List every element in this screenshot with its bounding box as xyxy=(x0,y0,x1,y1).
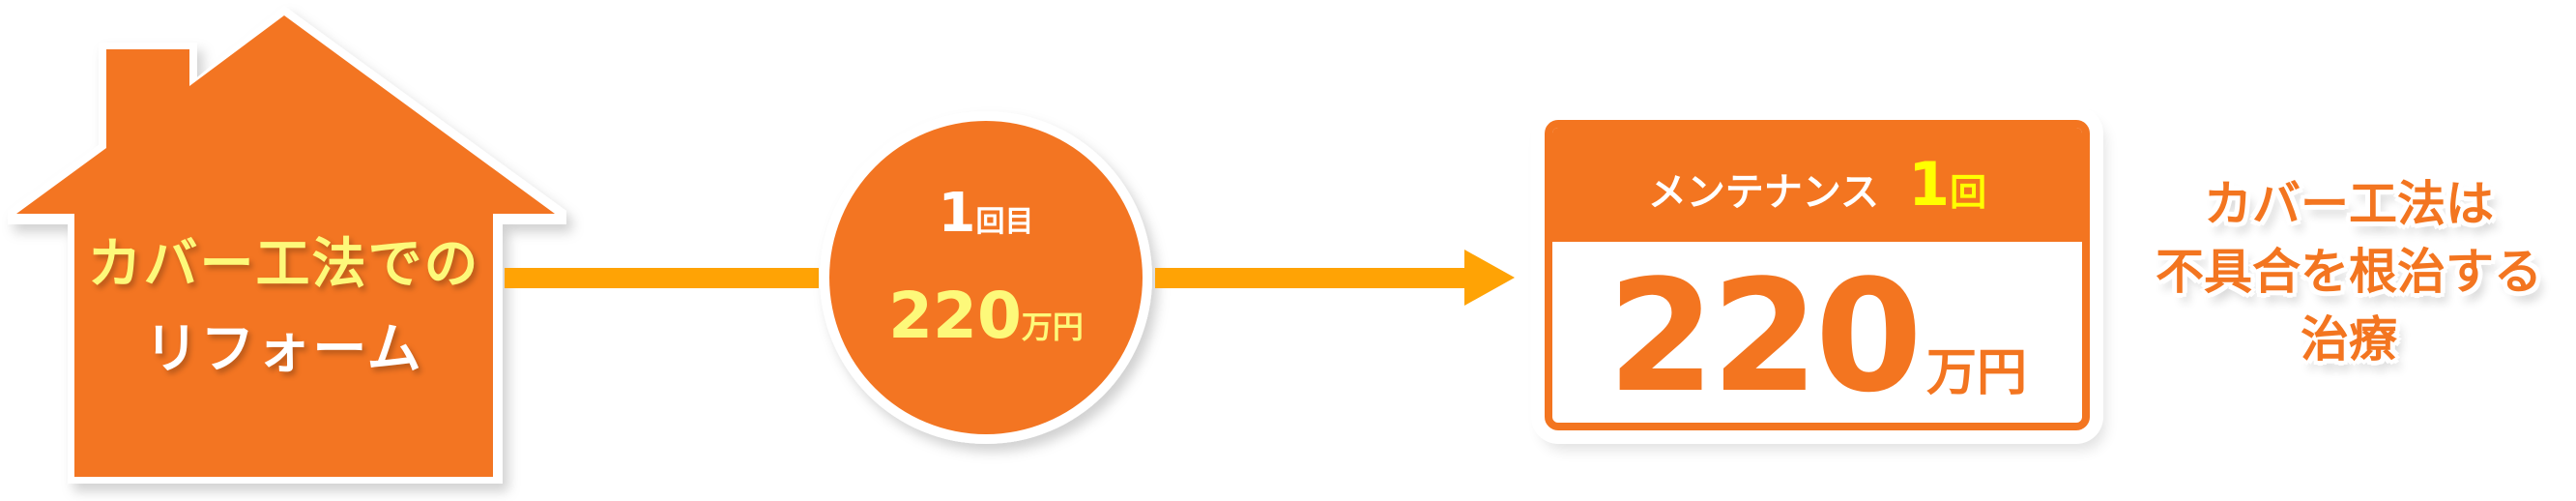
note-line2: 不具合を根治する xyxy=(2156,244,2542,300)
note-text: カバー工法は 不具合を根治する 治療 xyxy=(2141,170,2557,373)
header-label: メンテナンス xyxy=(1647,170,1880,215)
circle-count: 1回目 xyxy=(831,182,1141,245)
house-text-line2: リフォーム xyxy=(144,318,423,381)
house-shape xyxy=(8,6,566,484)
header-num: 1 xyxy=(1908,149,1951,220)
circle-count-unit: 回目 xyxy=(975,205,1034,239)
circle-count-num: 1 xyxy=(938,182,976,245)
maintenance-box-header: メンテナンス 1回 xyxy=(1552,128,2082,242)
step-circle xyxy=(820,111,1152,444)
circle-price-value: 220 xyxy=(888,279,1022,353)
connector-line-2 xyxy=(1155,268,1474,288)
header-unit: 回 xyxy=(1950,171,1987,214)
box-price-unit: 万円 xyxy=(1925,344,2027,402)
box-price-value: 220 xyxy=(1607,246,1923,427)
note-line1: カバー工法は xyxy=(2204,176,2494,232)
connector-line-1 xyxy=(505,268,819,288)
house-text-line1: カバー工法での xyxy=(87,233,480,296)
circle-price-unit: 万円 xyxy=(1021,309,1084,345)
circle-price: 220万円 xyxy=(831,279,1141,353)
note-line3: 治療 xyxy=(2301,311,2397,368)
arrow-head-icon xyxy=(1464,250,1515,306)
